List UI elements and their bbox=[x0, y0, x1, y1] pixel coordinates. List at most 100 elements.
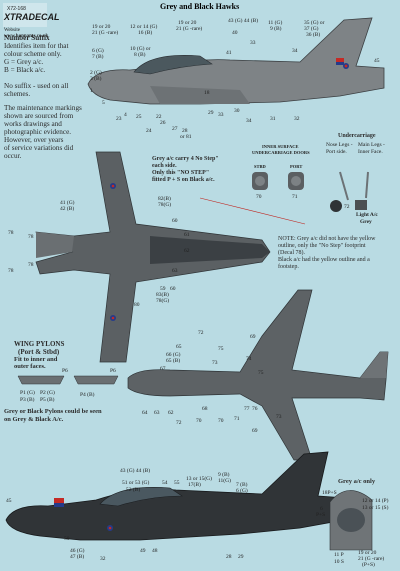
plan-label: 41 (G) bbox=[60, 200, 75, 206]
plan-label: 62 bbox=[184, 248, 190, 254]
undercarriage-legs bbox=[330, 171, 369, 212]
bottom-label: 51 or 53 (G) bbox=[122, 480, 150, 486]
top-label: 43 (G) 44 (B) bbox=[228, 18, 259, 24]
underside-label: 71 bbox=[234, 416, 240, 422]
maintenance-line-2: shown are sourced from bbox=[4, 112, 74, 120]
grey-only-13-15: 13 or 15 (S) bbox=[362, 505, 389, 511]
decal-number: 72 bbox=[344, 204, 350, 210]
top-label: 8 (B) bbox=[134, 52, 146, 58]
maintenance-line-4: photographic evidence. bbox=[4, 128, 72, 136]
underside-label: 63 bbox=[154, 410, 160, 416]
plan-label: 61 bbox=[184, 232, 190, 238]
bottom-label: 13 or 15(G) bbox=[186, 476, 212, 482]
doors-note-line1: INNER SURFACE bbox=[262, 144, 299, 149]
suffix-line-1: Identifies item for that bbox=[4, 42, 69, 50]
light-ac-line1: Light A/c bbox=[356, 212, 378, 218]
maintenance-line-3: works drawings and bbox=[4, 120, 62, 128]
top-label: 7 (B) bbox=[92, 54, 104, 60]
plan-label: 80 bbox=[134, 302, 140, 308]
top-label: 16 (B) bbox=[138, 30, 153, 36]
underside-label: 72 bbox=[198, 330, 204, 336]
underside-label: 75 bbox=[218, 346, 224, 352]
website-label: Website bbox=[4, 28, 20, 33]
top-label: 45 bbox=[374, 58, 380, 64]
red-note-3: (Decal 78). bbox=[278, 250, 305, 256]
hawk-side-view-top bbox=[87, 17, 385, 105]
grey-only-title: Grey a/c only bbox=[338, 478, 376, 485]
pylons-title-1: WING PYLONS bbox=[14, 340, 65, 348]
top-label: 41 bbox=[226, 50, 232, 56]
bottom-label: 17(B) bbox=[188, 482, 201, 488]
hawk-side-view-bottom bbox=[5, 451, 347, 541]
pylon-label-p4: P4 (B) bbox=[80, 392, 95, 398]
nose-legs-line1: Nose Legs - bbox=[326, 142, 353, 148]
pylon-label-p6-left: P6 bbox=[62, 368, 68, 374]
top-label: 26 bbox=[160, 120, 166, 126]
maintenance-line-5: However, over years bbox=[4, 136, 64, 144]
suffix-line-4: B = Black a/c. bbox=[4, 66, 46, 74]
top-label: 10 (G) or bbox=[130, 46, 151, 52]
plan-label: 82(B) bbox=[158, 196, 171, 202]
hawk-plan-view bbox=[35, 151, 271, 363]
doors-stbd-label: STBD bbox=[254, 164, 266, 169]
undercarriage-doors bbox=[252, 172, 304, 190]
website-url: www.hannants.co.uk bbox=[4, 34, 49, 39]
grey-only-11p: 11 P bbox=[334, 552, 344, 558]
underside-label: 69 bbox=[252, 428, 258, 434]
bottom-label: 6 (G) bbox=[236, 488, 248, 494]
wing-pylons bbox=[17, 375, 119, 385]
brand-logo: X72-168 XTRADECAL bbox=[3, 3, 60, 27]
bottom-label: 7 (B) bbox=[236, 482, 248, 488]
underside-label: 67 bbox=[160, 366, 166, 372]
top-label: 33 bbox=[218, 112, 224, 118]
top-label: 23 bbox=[116, 116, 122, 122]
bottom-label: 28 bbox=[226, 554, 232, 560]
underside-label: 75 bbox=[258, 370, 264, 376]
underside-label: 66 (G) bbox=[166, 352, 181, 358]
top-label: 36 (B) bbox=[306, 32, 321, 38]
top-label: 21 (G -rare) bbox=[92, 30, 119, 36]
bottom-label: 11(G) bbox=[218, 478, 231, 484]
bottom-label: 54 bbox=[162, 480, 168, 486]
top-label: 29 bbox=[208, 110, 214, 116]
top-label: 30 bbox=[234, 108, 240, 114]
red-note-2: outline, only the "No Step" footprint bbox=[278, 243, 366, 249]
hawk-underside-view bbox=[127, 289, 389, 461]
top-label: or 81 bbox=[180, 134, 192, 140]
step-note-2: each side. bbox=[152, 163, 177, 169]
top-label: 4 bbox=[124, 112, 127, 118]
grey-only-6: 6 bbox=[320, 506, 323, 512]
red-note-1: NOTE: Grey a/c did not have the yellow bbox=[278, 236, 376, 242]
plan-label: 83(B) bbox=[156, 292, 169, 298]
top-label: 25 bbox=[136, 114, 142, 120]
underside-label: 74 bbox=[246, 356, 252, 362]
grey-only-canopy bbox=[329, 490, 373, 551]
step-note-1: Grey a/c carry 4 No Step" bbox=[152, 156, 219, 162]
plan-label: 78 bbox=[8, 268, 14, 274]
suffix-line-2: colour scheme only. bbox=[4, 50, 62, 58]
underside-label: 72 bbox=[176, 420, 182, 426]
no-suffix-line-1: No suffix - used on all bbox=[4, 82, 69, 90]
pylon-label-p3: P3 (B) bbox=[20, 397, 35, 403]
underside-label: 77 bbox=[244, 406, 250, 412]
bottom-label: 43 (G) 44 (B) bbox=[120, 468, 151, 474]
decal-number: 71 bbox=[292, 194, 298, 200]
top-label: 35 (G) or bbox=[304, 20, 325, 26]
top-label: 3 (B) bbox=[90, 76, 102, 82]
plan-label: 78 bbox=[28, 234, 34, 240]
page-title: Grey and Black Hawks bbox=[160, 2, 240, 11]
plan-label: 60 bbox=[170, 286, 176, 292]
underside-label: 65 (B) bbox=[166, 358, 181, 364]
main-legs-line2: Inner Face. bbox=[358, 149, 383, 155]
main-legs-line1: Main Legs - bbox=[358, 142, 385, 148]
bottom-label: 47 (B) bbox=[70, 554, 85, 560]
nose-legs-line2: Port side. bbox=[326, 149, 347, 155]
pylons-title-2: (Port & Stbd) bbox=[18, 348, 60, 356]
bottom-label: 32 bbox=[100, 556, 106, 562]
top-label: 21 (G -rare) bbox=[176, 26, 203, 32]
top-label: 32 bbox=[294, 116, 300, 122]
top-label: 11 (G) bbox=[268, 20, 283, 26]
plan-label: 42 (B) bbox=[60, 206, 75, 212]
pylons-caption-2: on Grey & Black A/c. bbox=[4, 416, 64, 423]
